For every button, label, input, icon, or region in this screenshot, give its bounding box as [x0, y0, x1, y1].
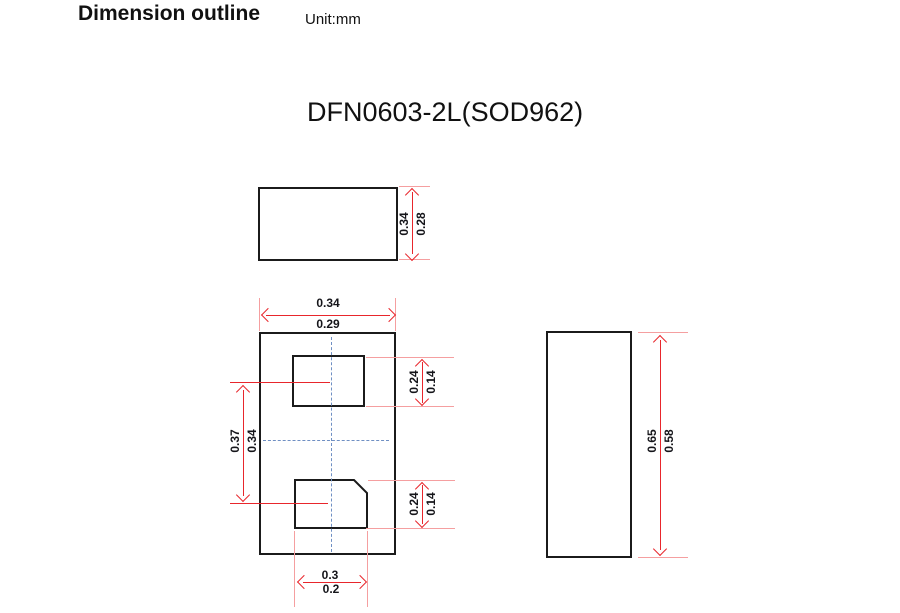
arrowhead-down-icon [414, 513, 430, 529]
side-view-body-outline [546, 331, 632, 558]
horizontal-centerline [263, 440, 389, 441]
dim-pad2-height-min: 0.14 [424, 492, 438, 516]
dim-pad1-height-min: 0.14 [424, 370, 438, 394]
dimension-arrow-line [243, 390, 244, 496]
extension-line [366, 357, 454, 358]
dimension-arrow-line [422, 485, 423, 524]
page-title: Dimension outline [78, 2, 261, 25]
arrowhead-right-icon [381, 307, 397, 323]
package-name: DFN0603-2L(SOD962) [307, 97, 584, 127]
dim-body-height-max: 0.34 [397, 212, 411, 236]
top-view-body-outline [258, 187, 398, 261]
pad-1-outline [292, 355, 365, 407]
arrowhead-down-icon [414, 391, 430, 407]
extension-line [399, 259, 430, 260]
arrowhead-down-icon [652, 541, 668, 557]
dim-body-length-max: 0.65 [645, 429, 659, 453]
dim-pad-span-max: 0.37 [228, 429, 242, 453]
extension-line [294, 531, 295, 607]
arrowhead-up-icon [235, 384, 251, 400]
vertical-centerline [331, 337, 332, 552]
extension-line [368, 480, 455, 481]
dimension-arrow-line [660, 340, 661, 550]
arrowhead-up-icon [652, 334, 668, 350]
arrowhead-left-icon [296, 574, 312, 590]
leader-line [230, 382, 330, 383]
dimension-arrow-line [303, 582, 361, 583]
extension-line [259, 298, 260, 331]
dim-pad1-height-max: 0.24 [407, 370, 421, 394]
arrowhead-down-icon [235, 487, 251, 503]
extension-line [367, 531, 368, 607]
arrowhead-up-icon [404, 187, 420, 203]
dimension-arrow-line [266, 315, 390, 316]
extension-line [366, 406, 454, 407]
extension-line [399, 186, 430, 187]
extension-line [638, 557, 688, 558]
arrowhead-left-icon [260, 307, 276, 323]
arrowhead-right-icon [352, 574, 368, 590]
dim-body-width-max: 0.34 [316, 296, 340, 310]
dim-pad-span-min: 0.34 [245, 429, 259, 453]
extension-line [395, 298, 396, 331]
dim-pad-width-min: 0.2 [322, 582, 340, 596]
dim-pad2-height-max: 0.24 [407, 492, 421, 516]
dim-body-length-min: 0.58 [662, 429, 676, 453]
unit-label: Unit:mm [305, 11, 361, 28]
leader-line [230, 503, 328, 504]
dim-pad-width-max: 0.3 [321, 568, 339, 582]
dimension-arrow-line [422, 362, 423, 403]
extension-line [366, 528, 455, 529]
extension-line [638, 332, 688, 333]
dim-body-height-min: 0.28 [414, 212, 428, 236]
dim-body-width-min: 0.29 [316, 317, 340, 331]
dimension-arrow-line [412, 192, 413, 254]
